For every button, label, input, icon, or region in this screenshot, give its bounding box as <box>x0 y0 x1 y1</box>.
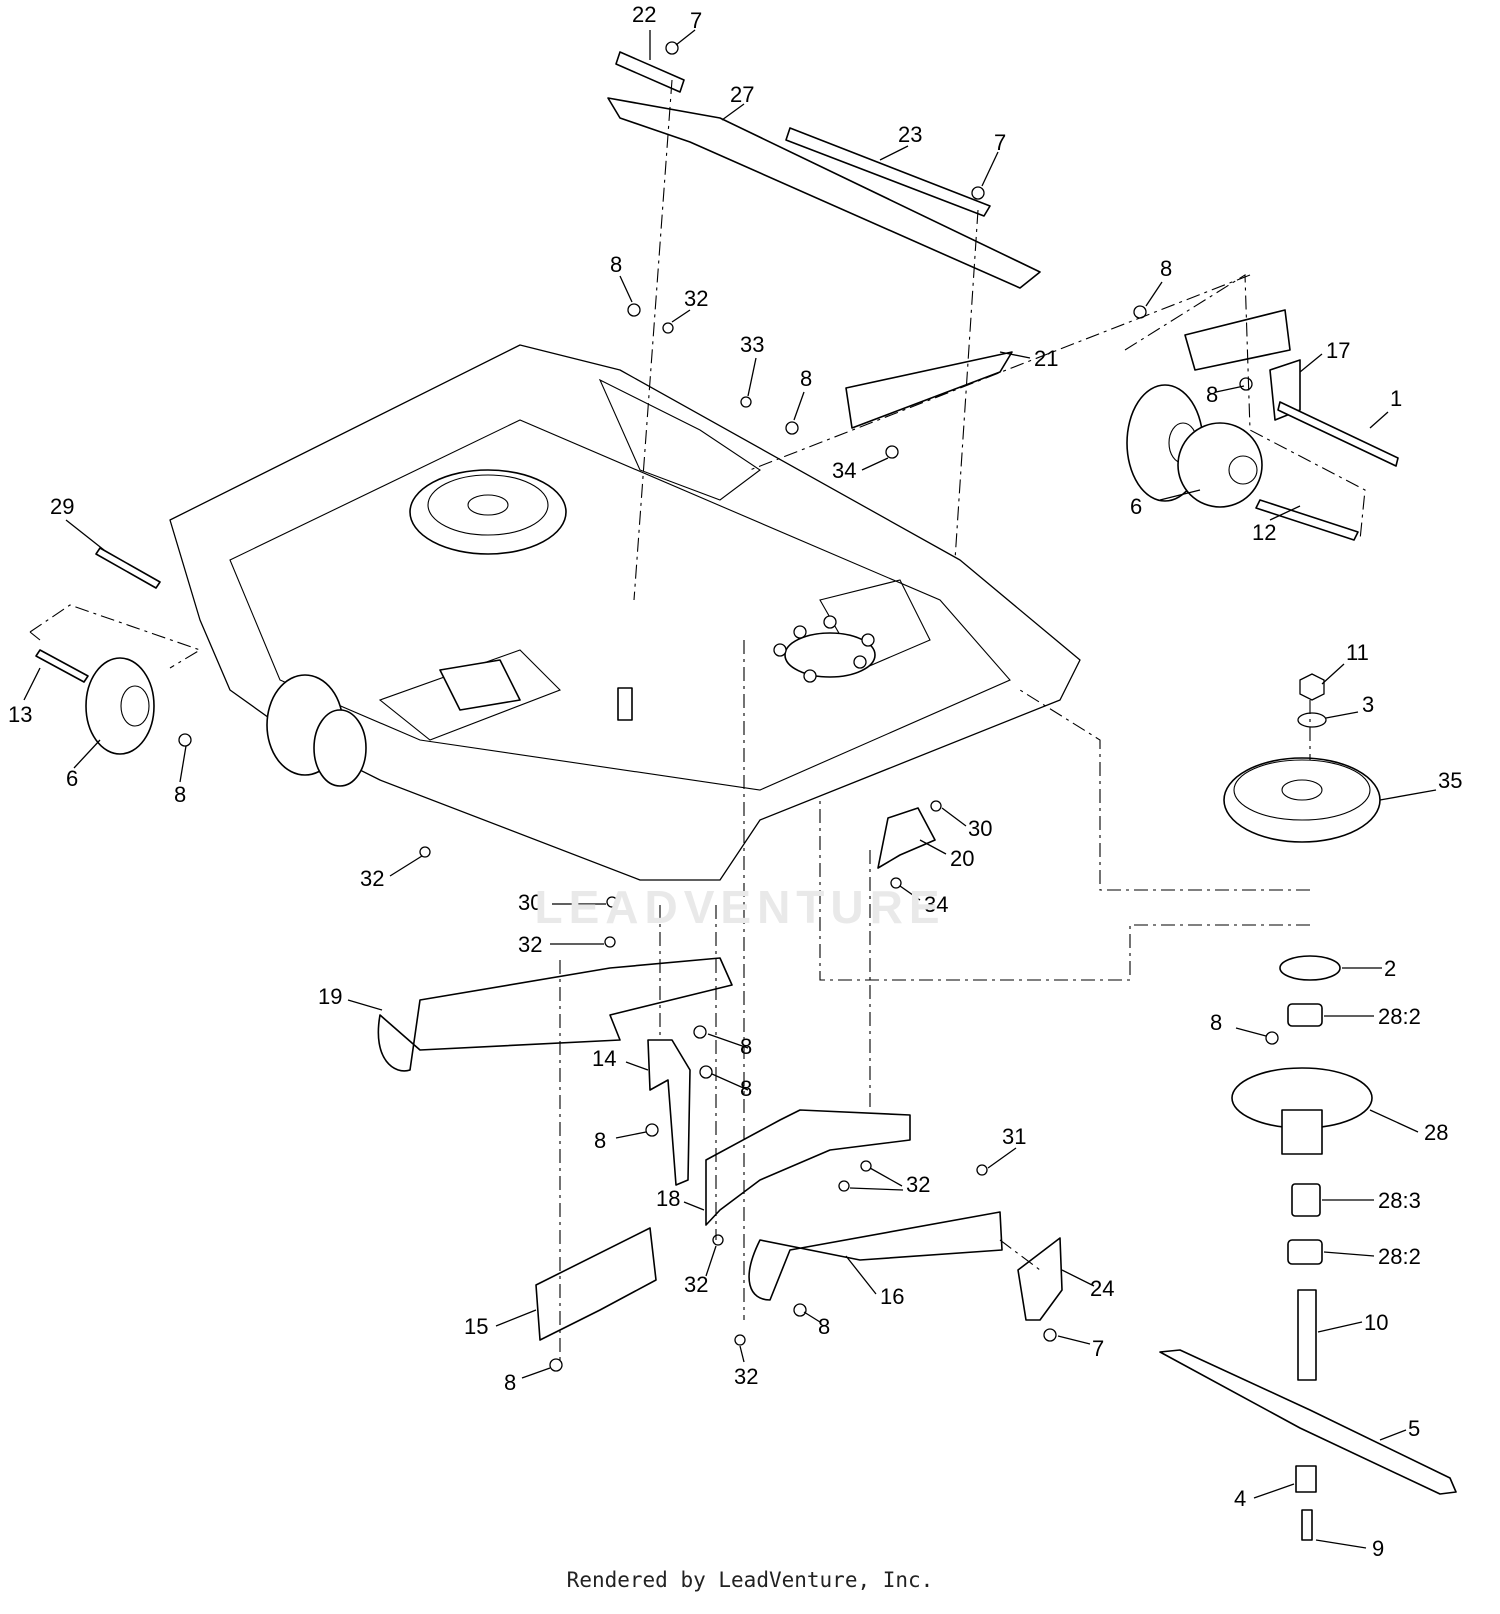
caster-assembly-left <box>35 547 367 787</box>
callout-34: 34 <box>924 892 948 917</box>
callout-32: 32 <box>684 286 708 311</box>
callout-30: 30 <box>968 816 992 841</box>
callout-28-3: 28:3 <box>1378 1188 1421 1213</box>
callout-32: 32 <box>906 1172 930 1197</box>
hardware-fasteners <box>178 41 1279 1372</box>
part-14-bracket <box>647 1039 691 1186</box>
callout-34: 34 <box>832 458 856 483</box>
callout-8: 8 <box>610 252 622 277</box>
part-20-bracket <box>877 807 936 869</box>
callout-32: 32 <box>734 1364 758 1389</box>
callout-15: 15 <box>464 1314 488 1339</box>
spindle-stack <box>1159 673 1457 1541</box>
callout-9: 9 <box>1372 1536 1384 1561</box>
mower-deck <box>169 344 1081 881</box>
part-19-shield <box>377 957 733 1072</box>
callout-32: 32 <box>684 1272 708 1297</box>
part-5-blade <box>1159 1349 1457 1495</box>
callout-14: 14 <box>592 1046 616 1071</box>
callout-13: 13 <box>8 702 32 727</box>
callout-3: 3 <box>1362 692 1374 717</box>
callout-19: 19 <box>318 984 342 1009</box>
callout-7: 7 <box>1092 1336 1104 1361</box>
callout-28-2: 28:2 <box>1378 1004 1421 1029</box>
callout-8: 8 <box>818 1314 830 1339</box>
callout-32: 32 <box>360 866 384 891</box>
callout-12: 12 <box>1252 520 1276 545</box>
callout-17: 17 <box>1326 338 1350 363</box>
callout-27: 27 <box>730 82 754 107</box>
callout-32: 32 <box>518 932 542 957</box>
part-21-bracket <box>845 351 1013 429</box>
callout-11: 11 <box>1346 640 1369 665</box>
callout-35: 35 <box>1438 768 1462 793</box>
callout-labels: 22 7 27 23 7 8 32 33 8 21 34 8 17 8 1 6 … <box>8 2 1462 1561</box>
callout-8: 8 <box>594 1128 606 1153</box>
callout-18: 18 <box>656 1186 680 1211</box>
deck-pulley <box>409 469 567 555</box>
callout-8: 8 <box>174 782 186 807</box>
part-24-bracket <box>1017 1237 1063 1321</box>
part-15-bracket <box>535 1227 657 1341</box>
callout-2: 2 <box>1384 956 1396 981</box>
callout-33: 33 <box>740 332 764 357</box>
callout-30: 30 <box>518 890 542 915</box>
part-16-shield <box>748 1211 1003 1301</box>
callout-6: 6 <box>66 766 78 791</box>
callout-8: 8 <box>740 1076 752 1101</box>
assembly-lines <box>29 79 1366 1365</box>
callout-29: 29 <box>50 494 74 519</box>
footer-credit: Rendered by LeadVenture, Inc. <box>566 1568 934 1592</box>
callout-8: 8 <box>504 1370 516 1395</box>
callout-8: 8 <box>1160 256 1172 281</box>
callout-8: 8 <box>1206 382 1218 407</box>
callout-8: 8 <box>740 1034 752 1059</box>
callout-28-2: 28:2 <box>1378 1244 1421 1269</box>
callout-16: 16 <box>880 1284 904 1309</box>
callout-24: 24 <box>1090 1276 1114 1301</box>
callout-28: 28 <box>1424 1120 1448 1145</box>
callout-20: 20 <box>950 846 974 871</box>
callout-7: 7 <box>690 8 702 33</box>
callout-23: 23 <box>898 122 922 147</box>
callout-8: 8 <box>1210 1010 1222 1035</box>
leader-lines <box>23 29 1437 1549</box>
part-22-bracket <box>615 51 685 93</box>
callout-31: 31 <box>1002 1124 1026 1149</box>
watermark-text: LEADVENTURE <box>534 881 946 933</box>
part-18-shield <box>705 1109 911 1226</box>
callout-8: 8 <box>800 366 812 391</box>
callout-7: 7 <box>994 130 1006 155</box>
callout-1: 1 <box>1390 386 1402 411</box>
part-23-bracket <box>785 127 991 217</box>
callout-21: 21 <box>1034 346 1058 371</box>
callout-22: 22 <box>632 2 656 27</box>
part-27-shield <box>607 97 1041 289</box>
callout-6: 6 <box>1130 494 1142 519</box>
callout-10: 10 <box>1364 1310 1388 1335</box>
callout-4: 4 <box>1234 1486 1246 1511</box>
caster-assembly-right <box>1126 309 1399 541</box>
callout-5: 5 <box>1408 1416 1420 1441</box>
